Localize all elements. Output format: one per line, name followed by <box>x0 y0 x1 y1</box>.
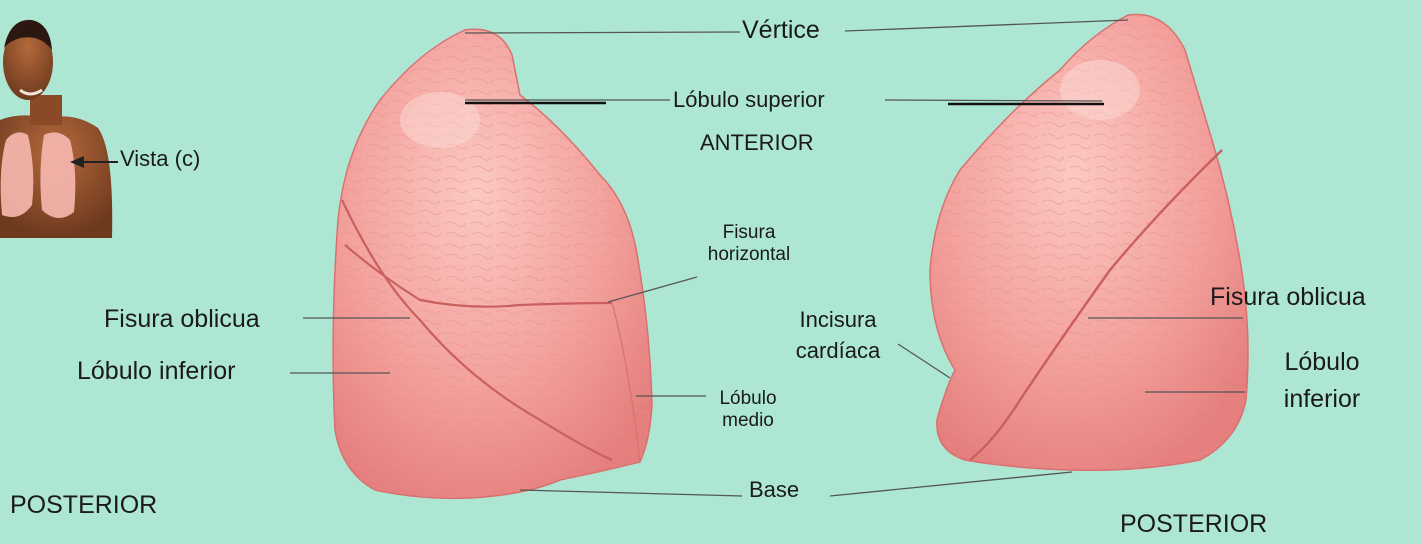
label-horizontal-fissure-line2: horizontal <box>694 244 804 266</box>
label-base: Base <box>749 477 799 502</box>
leader-base-right <box>830 472 1072 496</box>
label-oblique-fissure-right: Fisura oblicua <box>1210 283 1366 312</box>
leader-cardiac-notch <box>898 344 950 378</box>
label-inferior-lobe-right-line2: inferior <box>1260 385 1384 414</box>
label-anterior: ANTERIOR <box>700 130 814 155</box>
leader-apex-left <box>465 32 740 33</box>
label-inferior-lobe-right: Lóbulo inferior <box>1260 348 1384 414</box>
label-middle-lobe-line2: medio <box>708 410 788 432</box>
label-inferior-lobe-right-line1: Lóbulo <box>1260 348 1384 377</box>
label-cardiac-notch: Incisura cardíaca <box>783 307 893 364</box>
label-superior-lobe: Lóbulo superior <box>673 87 825 112</box>
label-middle-lobe: Lóbulo medio <box>708 388 788 432</box>
label-posterior-right: POSTERIOR <box>1120 510 1267 539</box>
label-posterior-left: POSTERIOR <box>10 491 157 520</box>
label-horizontal-fissure-line1: Fisura <box>694 222 804 244</box>
label-cardiac-notch-line2: cardíaca <box>783 338 893 363</box>
leader-base-left <box>520 490 742 496</box>
left-lung-figure <box>930 14 1248 470</box>
label-inferior-lobe-left: Lóbulo inferior <box>77 357 235 386</box>
leader-apex-right <box>845 20 1128 31</box>
label-oblique-fissure-left: Fisura oblicua <box>104 305 260 334</box>
label-cardiac-notch-line1: Incisura <box>783 307 893 332</box>
label-view: Vista (c) <box>120 146 200 171</box>
label-apex: Vértice <box>742 16 820 45</box>
thumbnail-person <box>0 0 116 238</box>
label-horizontal-fissure: Fisura horizontal <box>694 222 804 266</box>
label-middle-lobe-line1: Lóbulo <box>708 388 788 410</box>
